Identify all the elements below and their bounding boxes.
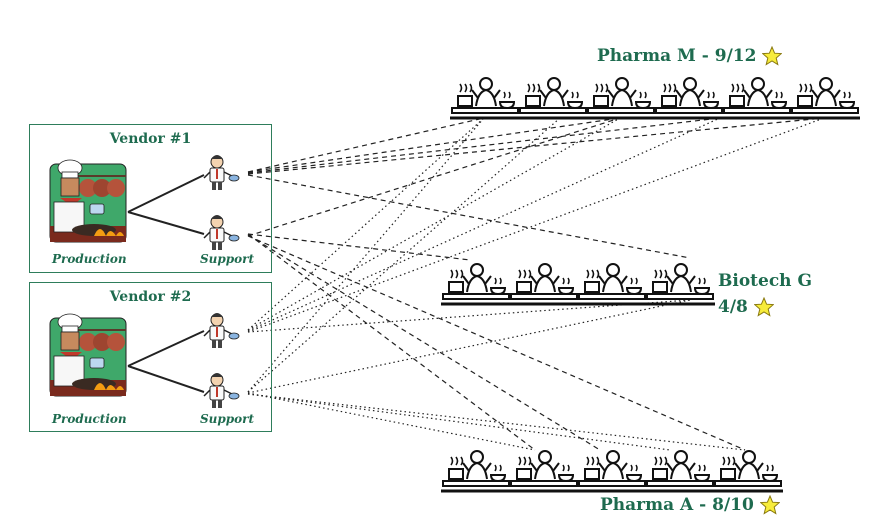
connection-line [247,234,601,451]
connection-line [247,117,825,175]
pharma-a-name: Pharma A - 8/10 [600,495,754,515]
diner-table-icon [507,449,581,493]
connection-line [247,117,485,173]
diner-table-icon [516,76,590,120]
diner-table-icon [643,449,717,493]
pharma-m-tables [448,76,862,120]
connection-line [247,117,561,393]
connection-line [247,117,721,332]
connection-line [247,117,621,173]
connection-line [247,235,746,451]
vendor-1-support-label: Support [200,252,255,266]
diner-table-icon [439,449,513,493]
diner-table-icon [507,262,581,306]
connection-line [247,117,825,333]
pharma-a-tables [439,449,785,493]
connection-line [247,117,621,331]
diner-table-icon [575,449,649,493]
vendor-1-title: Vendor #1 [109,131,192,147]
vendor-2-production-label: Production [52,412,127,426]
connection-line [247,393,671,451]
biotech-g-tables [439,262,717,306]
vendor-1-production-label: Production [52,252,127,266]
biotech-g-name: Biotech G [718,271,812,291]
diner-table-icon [575,262,649,306]
diner-table-icon [643,262,717,306]
connection-line [247,117,485,393]
connection-line [247,233,536,451]
diner-table-icon [448,76,522,120]
connection-line [247,299,691,394]
connection-line [247,117,485,331]
diner-table-icon [439,262,513,306]
star-icon [762,46,783,66]
diner-table-icon [652,76,726,120]
connection-line [247,393,746,451]
pharma-m-name: Pharma M - 9/12 [597,46,757,66]
vendor-1-box: Vendor #1 Production Support [29,124,272,273]
star-icon [754,297,774,317]
connection-line [247,174,691,259]
diner-table-icon [720,76,794,120]
diner-table-icon [711,449,785,493]
connection-line [247,233,471,261]
biotech-g-label-line1: Biotech G [718,271,812,291]
connection-line [247,117,621,237]
vendor-2-support-label: Support [200,412,255,426]
diner-table-icon [788,76,862,120]
connection-line [247,117,721,174]
star-icon [760,495,780,515]
vendor-2-box: Vendor #2 Production Support [29,282,272,432]
pharma-a-label: Pharma A - 8/10 [600,495,780,515]
pharma-m-label: Pharma M - 9/12 [597,46,783,66]
biotech-g-label-line2: 4/8 [718,297,774,317]
biotech-g-score: 4/8 [718,297,748,317]
vendor-2-title: Vendor #2 [109,289,192,305]
vendor-connectors [127,174,205,393]
diner-table-icon [584,76,658,120]
connection-lines [247,117,825,451]
connection-line [247,392,536,451]
